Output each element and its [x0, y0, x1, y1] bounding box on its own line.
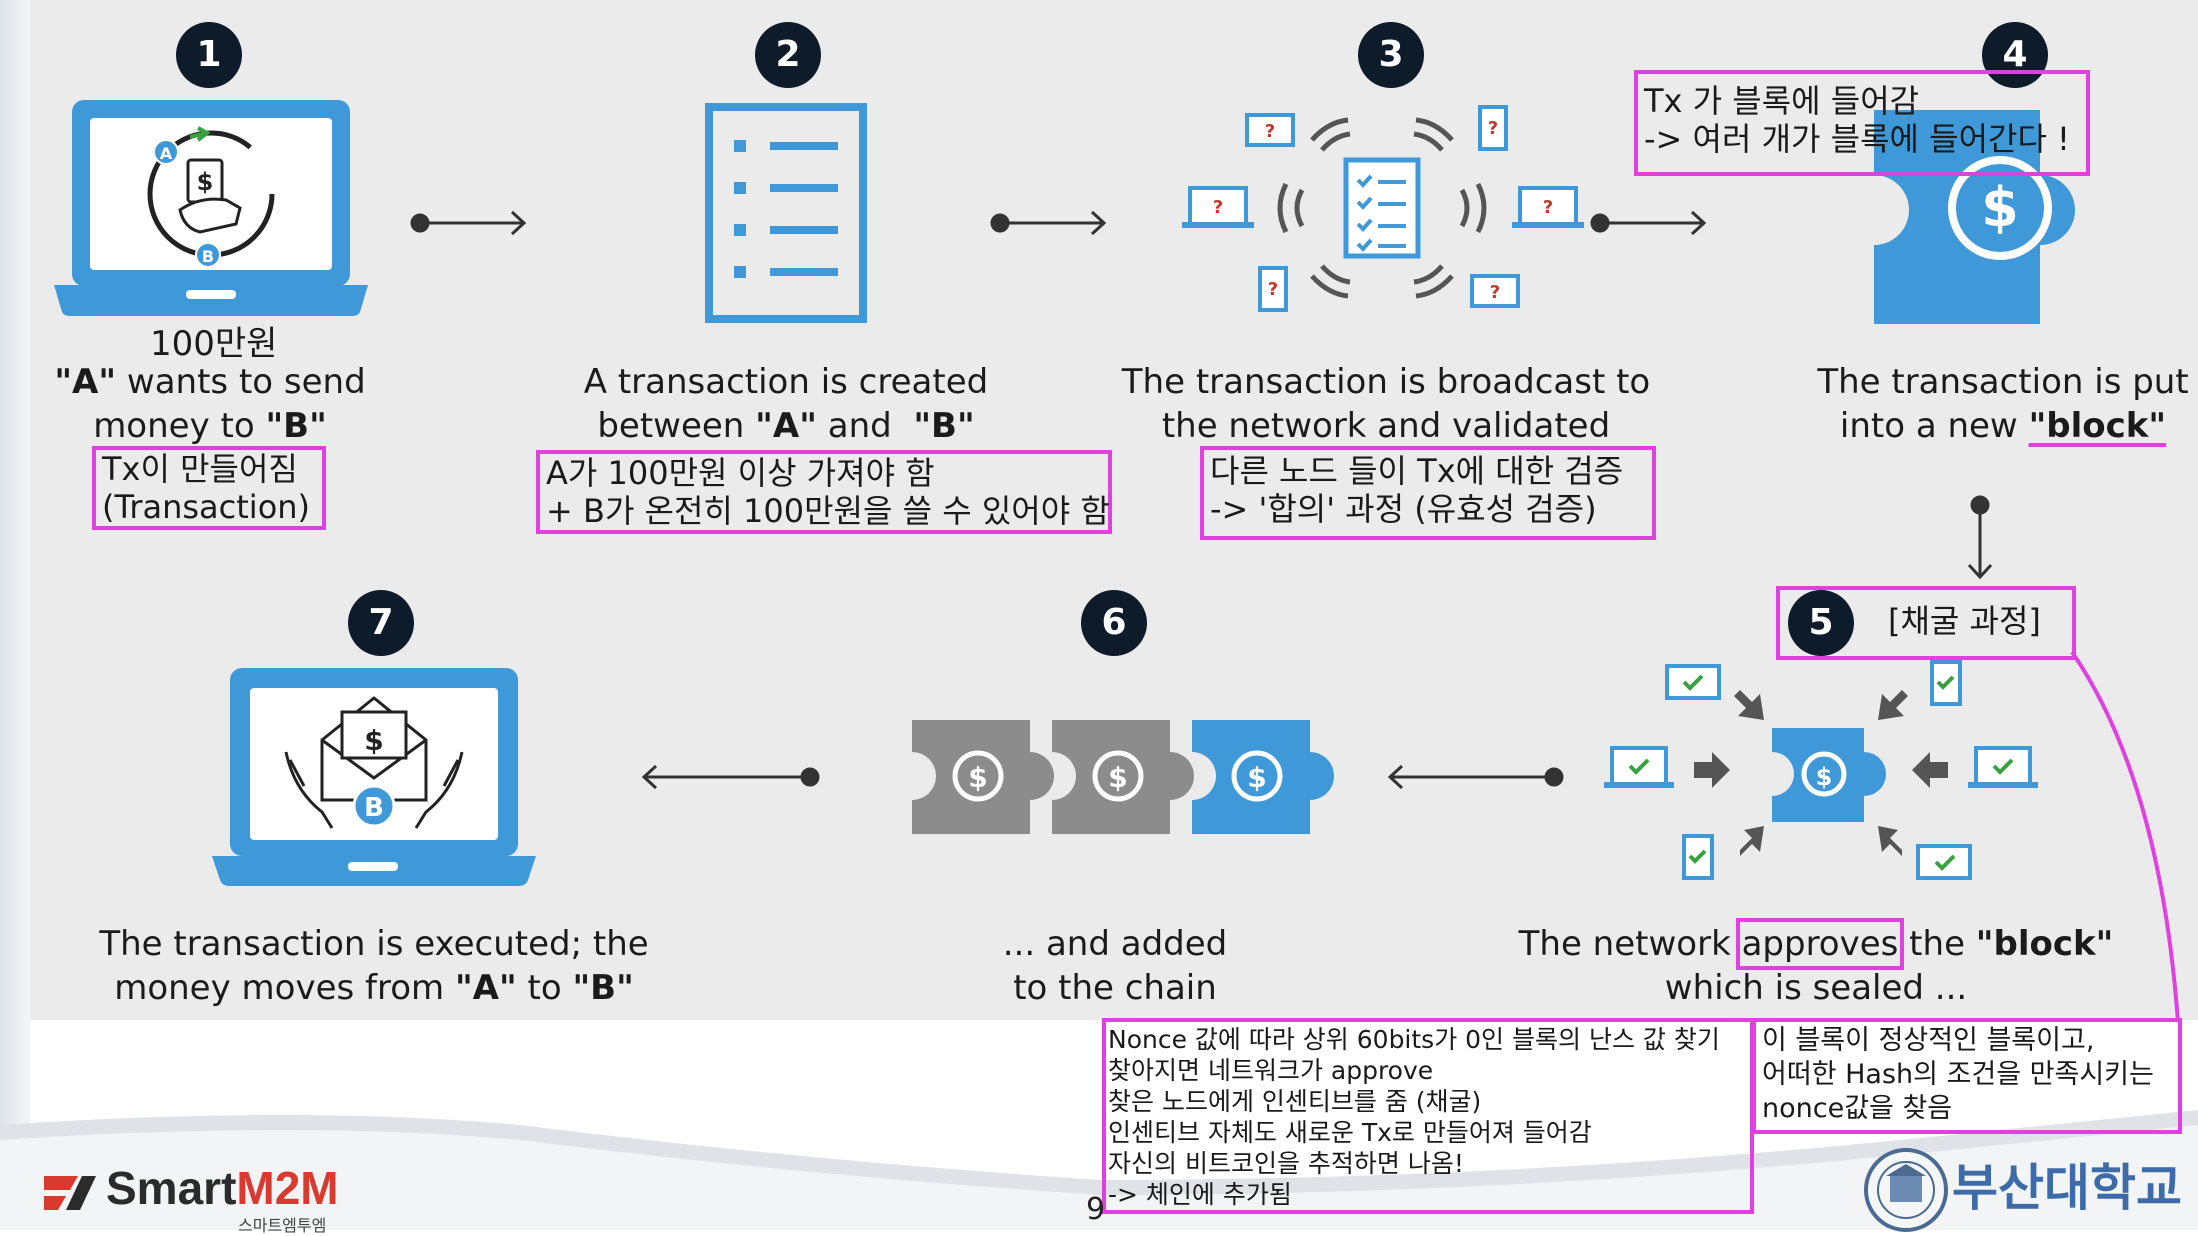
- smartm2m-logo-icon: [44, 1176, 96, 1210]
- step3-caption: The transaction is broadcast to the netw…: [1106, 360, 1666, 448]
- block-chain-icon: $ $ $: [912, 720, 1334, 834]
- question-mark: ?: [1213, 197, 1223, 218]
- step-number-badge: 4: [1982, 22, 2048, 88]
- icon-dollar: $: [1816, 763, 1833, 791]
- icon-dollar: $: [1981, 176, 2019, 239]
- arrow-4-5: [1967, 495, 1993, 580]
- step7-line1: The transaction is executed; the: [99, 924, 649, 964]
- step3-note: 다른 노드 들이 Tx에 대한 검증 -> '합의' 과정 (유효성 검증): [1210, 452, 1624, 528]
- step6-line1: ... and added: [1002, 924, 1228, 964]
- step3-note-box: [1200, 446, 1656, 540]
- question-mark: ?: [1490, 282, 1500, 303]
- step6-caption: ... and added to the chain: [940, 922, 1290, 1010]
- arrow-3-4: [1590, 210, 1707, 236]
- icon-dollar: $: [968, 761, 987, 794]
- arrow-6-7: [641, 764, 820, 790]
- amount-note: 100만원: [150, 324, 278, 364]
- step2-line2: between "A" and "B": [597, 406, 975, 446]
- question-mark: ?: [1543, 197, 1553, 218]
- icon-b-letter: B: [364, 793, 384, 823]
- step-number-badge: 2: [755, 22, 821, 88]
- network-approval-icon: $: [1604, 660, 2038, 880]
- step3-line1: The transaction is broadcast to: [1121, 362, 1651, 402]
- icon-b-letter: B: [202, 247, 214, 266]
- icon-a-letter: A: [160, 144, 173, 163]
- smartm2m-logo: SmartM2M: [106, 1162, 339, 1214]
- step5-label: [채굴 과정]: [1888, 602, 2041, 640]
- block-nonce-note: 이 블록이 정상적인 블록이고, 어떠한 Hash의 조건을 만족시키는 non…: [1762, 1025, 2154, 1124]
- step-number-badge: 5: [1788, 590, 1854, 656]
- step6-line2: to the chain: [1013, 968, 1217, 1008]
- step1-line2: money to "B": [93, 406, 327, 446]
- note-connector: [2070, 650, 2180, 1023]
- approves-highlight: approves: [1735, 918, 1905, 970]
- step5-label-box: [1776, 586, 2076, 660]
- laptop-payment-icon: A B $: [54, 100, 368, 316]
- step1-note-box: [92, 446, 326, 530]
- step-number-badge: 1: [176, 22, 242, 88]
- mining-note: Nonce 값에 따라 상위 60bits가 0인 블록의 난스 값 찾기 찾아…: [1108, 1025, 1720, 1209]
- step1-note: Tx이 만들어짐 (Transaction): [102, 450, 311, 526]
- step5-caption: The network approves the "block" which i…: [1496, 918, 2136, 1010]
- university-emblem-icon: [1864, 1148, 1948, 1232]
- step7-line2: money moves from "A" to "B": [114, 968, 634, 1008]
- step5-line1: The network approves the "block": [1518, 918, 2114, 970]
- icon-dollar: $: [1247, 761, 1266, 794]
- step4-note: Tx 가 블록에 들어감 -> 여러 개가 블록에 들어간다 !: [1644, 82, 2070, 158]
- icon-dollar: $: [1108, 761, 1127, 794]
- icon-dollar: $: [197, 168, 214, 196]
- step1-line1: "A" wants to send: [54, 362, 366, 402]
- step4-caption: The transaction is put into a new "block…: [1808, 360, 2198, 448]
- step2-note: A가 100만원 이상 가져야 함 + B가 온전히 100만원을 쓸 수 있어…: [546, 454, 1110, 530]
- broadcast-network-icon: ? ? ? ? ? ?: [1182, 105, 1584, 312]
- question-mark: ?: [1268, 279, 1278, 300]
- page-number: 9: [1086, 1192, 1106, 1227]
- arrow-5-6: [1387, 764, 1564, 790]
- step4-line1: The transaction is put: [1817, 362, 2189, 402]
- step-number-badge: 3: [1358, 22, 1424, 88]
- step7-caption: The transaction is executed; the money m…: [64, 922, 684, 1010]
- step2-caption: A transaction is created between "A" and…: [566, 360, 1006, 448]
- checklist-document-icon: [705, 103, 867, 323]
- arrow-1-2: [410, 210, 527, 236]
- footer-swoosh-light: [0, 1125, 2198, 1230]
- arrow-2-3: [990, 210, 1107, 236]
- left-shade: [0, 0, 30, 1230]
- step4-line2: into a new "block": [1839, 406, 2167, 446]
- step5-line2: which is sealed ...: [1664, 968, 1968, 1008]
- step3-line2: the network and validated: [1161, 406, 1611, 446]
- icon-dollar: $: [364, 724, 383, 757]
- step1-caption: "A" wants to send money to "B": [30, 360, 390, 448]
- step-number-badge: 7: [348, 590, 414, 656]
- block-nonce-note-box: [1752, 1018, 2182, 1134]
- dollar-puzzle-block-icon: $: [1874, 110, 2075, 324]
- laptop-envelope-icon: $ B: [212, 668, 536, 886]
- smartm2m-subtitle: 스마트엠투엠: [238, 1216, 327, 1235]
- step4-note-box: [1634, 70, 2090, 176]
- step2-line1: A transaction is created: [583, 362, 989, 402]
- university-name: 부산대학교: [1952, 1159, 2182, 1217]
- step2-note-box: [536, 450, 1112, 534]
- step-number-badge: 6: [1081, 590, 1147, 656]
- question-mark: ?: [1488, 118, 1498, 139]
- question-mark: ?: [1265, 121, 1275, 142]
